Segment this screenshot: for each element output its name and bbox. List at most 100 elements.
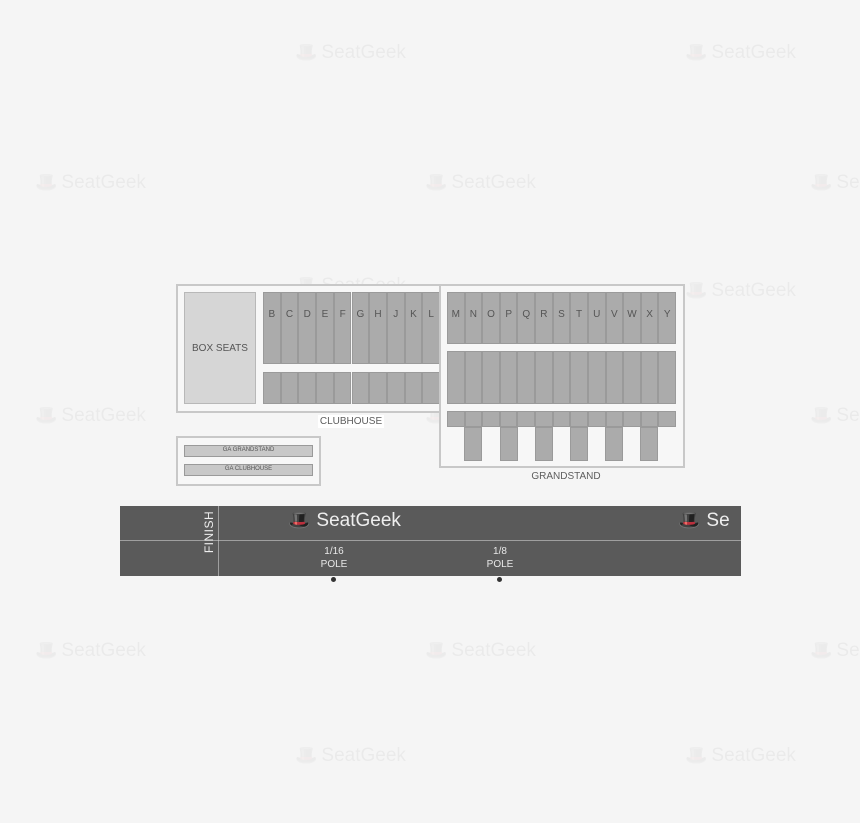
grandstand-middle-section[interactable] xyxy=(535,351,553,404)
clubhouse-section[interactable]: K xyxy=(404,292,423,364)
section-letter: M xyxy=(451,309,460,320)
grandstand-section[interactable]: R xyxy=(535,292,553,344)
eighth-pole-marker xyxy=(497,577,502,582)
grandstand-tunnel-section[interactable] xyxy=(464,427,482,461)
grandstand-middle-section[interactable] xyxy=(640,351,659,404)
clubhouse-section[interactable]: E xyxy=(316,292,334,364)
grandstand-lower-section[interactable] xyxy=(605,411,624,427)
grandstand-section[interactable]: M xyxy=(447,292,465,344)
clubhouse-section[interactable]: F xyxy=(333,292,352,364)
grandstand-tunnel-section[interactable] xyxy=(535,427,553,461)
grandstand-middle-section[interactable] xyxy=(658,351,676,404)
top-hat-icon: 🎩 xyxy=(35,172,57,192)
sixteenth-pole-label: 1/16 POLE xyxy=(320,546,348,570)
seatgeek-watermark: 🎩SeatGeek xyxy=(295,42,406,64)
clubhouse-lower-section[interactable] xyxy=(316,372,334,404)
clubhouse-lower-section[interactable] xyxy=(333,372,352,404)
clubhouse-lower-section[interactable] xyxy=(404,372,423,404)
ga-clubhouse-section[interactable]: GA CLUBHOUSE xyxy=(184,464,313,476)
clubhouse-lower-section[interactable] xyxy=(280,372,299,404)
grandstand-tunnel-section[interactable] xyxy=(570,427,588,461)
section-letter: K xyxy=(410,309,417,320)
section-letter: C xyxy=(285,309,294,320)
top-hat-icon: 🎩 xyxy=(35,640,57,660)
section-letter: Y xyxy=(663,309,671,320)
section-letter: Q xyxy=(522,309,531,320)
clubhouse-section[interactable]: L xyxy=(422,292,440,364)
eighth-pole-label: 1/8 POLE xyxy=(486,546,514,570)
grandstand-lower-section[interactable] xyxy=(570,411,588,427)
section-letter: F xyxy=(339,309,346,320)
clubhouse-section[interactable]: J xyxy=(386,292,405,364)
grandstand-lower-section[interactable] xyxy=(464,411,483,427)
box-seats-label: BOX SEATS xyxy=(192,343,248,354)
clubhouse-lower-section[interactable] xyxy=(263,372,281,404)
grandstand-section[interactable]: O xyxy=(482,292,500,344)
grandstand-middle-section[interactable] xyxy=(482,351,500,404)
grandstand-lower-row xyxy=(447,411,676,461)
grandstand-lower-section[interactable] xyxy=(658,411,676,427)
top-hat-icon: 🎩 xyxy=(810,640,832,660)
seatgeek-watermark: 🎩SeatGeek xyxy=(35,640,146,662)
grandstand-lower-section[interactable] xyxy=(623,411,641,427)
grandstand-middle-section[interactable] xyxy=(464,351,483,404)
grandstand-lower-section[interactable] xyxy=(499,411,518,427)
grandstand-section[interactable]: V xyxy=(605,292,624,344)
brand-logo-partial: 🎩Se xyxy=(678,510,730,531)
grandstand-section[interactable]: P xyxy=(499,292,518,344)
grandstand-middle-section[interactable] xyxy=(605,351,624,404)
clubhouse-lower-section[interactable] xyxy=(422,372,440,404)
grandstand-section[interactable]: X xyxy=(640,292,659,344)
grandstand-middle-section[interactable] xyxy=(570,351,588,404)
race-track: FINISH 🎩SeatGeek 🎩Se 1/16 POLE 1/8 POLE xyxy=(120,506,741,576)
grandstand-middle-section[interactable] xyxy=(447,351,465,404)
clubhouse-section[interactable]: B xyxy=(263,292,281,364)
section-letter: W xyxy=(627,309,637,320)
grandstand-lower-section[interactable] xyxy=(447,411,465,427)
top-hat-icon: 🎩 xyxy=(295,42,317,62)
clubhouse-section[interactable]: D xyxy=(298,292,317,364)
grandstand-middle-section[interactable] xyxy=(499,351,518,404)
section-letter: U xyxy=(593,309,601,320)
clubhouse-lower-section[interactable] xyxy=(351,372,370,404)
grandstand-section[interactable]: W xyxy=(623,292,641,344)
grandstand-lower-section[interactable] xyxy=(535,411,553,427)
section-letter: O xyxy=(487,309,495,320)
grandstand-section[interactable]: T xyxy=(570,292,588,344)
grandstand-lower-section[interactable] xyxy=(587,411,606,427)
seatgeek-watermark: 🎩SeatGeek xyxy=(425,640,536,662)
top-hat-icon: 🎩 xyxy=(810,172,832,192)
clubhouse-section[interactable]: C xyxy=(280,292,299,364)
grandstand-middle-section[interactable] xyxy=(552,351,571,404)
grandstand-lower-section[interactable] xyxy=(640,411,659,427)
grandstand-lower-section[interactable] xyxy=(517,411,536,427)
grandstand-tunnel-section[interactable] xyxy=(500,427,518,461)
grandstand-section[interactable]: S xyxy=(552,292,571,344)
grandstand-section[interactable]: U xyxy=(587,292,606,344)
ga-grandstand-section[interactable]: GA GRANDSTAND xyxy=(184,445,313,457)
top-hat-icon: 🎩 xyxy=(685,745,707,765)
clubhouse-section[interactable]: H xyxy=(369,292,387,364)
section-letter: B xyxy=(268,309,276,320)
clubhouse-lower-section[interactable] xyxy=(369,372,387,404)
ga-clubhouse-label: GA CLUBHOUSE xyxy=(224,466,273,472)
section-letter: P xyxy=(505,309,512,320)
clubhouse-section[interactable]: G xyxy=(351,292,370,364)
grandstand-middle-section[interactable] xyxy=(517,351,536,404)
grandstand-lower-section[interactable] xyxy=(552,411,571,427)
grandstand-tunnel-section[interactable] xyxy=(605,427,623,461)
box-seats-section[interactable]: BOX SEATS xyxy=(184,292,256,404)
brand-logo: 🎩SeatGeek xyxy=(288,510,401,531)
grandstand-lower-section[interactable] xyxy=(482,411,500,427)
clubhouse-lower-section[interactable] xyxy=(298,372,317,404)
grandstand-section[interactable]: Q xyxy=(517,292,536,344)
clubhouse-lower-section[interactable] xyxy=(386,372,405,404)
grandstand-tunnel-section[interactable] xyxy=(640,427,658,461)
section-letter: X xyxy=(646,309,653,320)
grandstand-section[interactable]: Y xyxy=(658,292,676,344)
grandstand-middle-section[interactable] xyxy=(587,351,606,404)
seatgeek-watermark: 🎩SeatGeek xyxy=(810,640,860,662)
grandstand-middle-section[interactable] xyxy=(623,351,641,404)
grandstand-section[interactable]: N xyxy=(464,292,483,344)
section-letter: V xyxy=(611,309,618,320)
